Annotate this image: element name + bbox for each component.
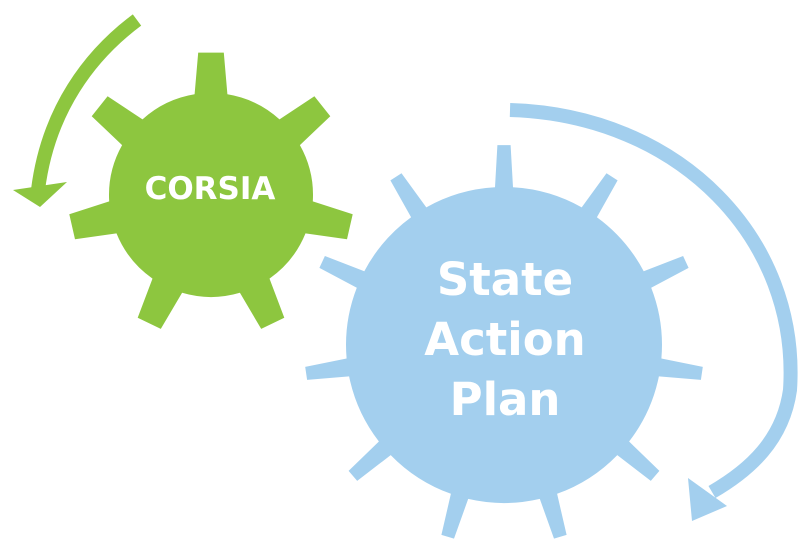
state-action-plan-gear-label: State Action Plan (400, 250, 610, 430)
arrow-blue-head (688, 478, 727, 521)
sap-label-line-2: Action (424, 313, 586, 366)
gear-green-shape (69, 52, 353, 329)
gear-blue-shape (305, 145, 703, 539)
arrow-blue-shaft (509, 103, 798, 499)
corsia-gear-label: CORSIA (144, 171, 276, 207)
sap-label-line-1: State (436, 253, 574, 306)
corsia-cycle-arrow (13, 14, 142, 207)
corsia-gear (69, 52, 353, 329)
sap-label-line-3: Plan (449, 373, 561, 426)
arrow-green-head (13, 182, 67, 207)
sap-cycle-arrow (509, 103, 798, 521)
arrow-green-shaft (31, 14, 142, 191)
state-action-plan-gear (305, 145, 703, 539)
